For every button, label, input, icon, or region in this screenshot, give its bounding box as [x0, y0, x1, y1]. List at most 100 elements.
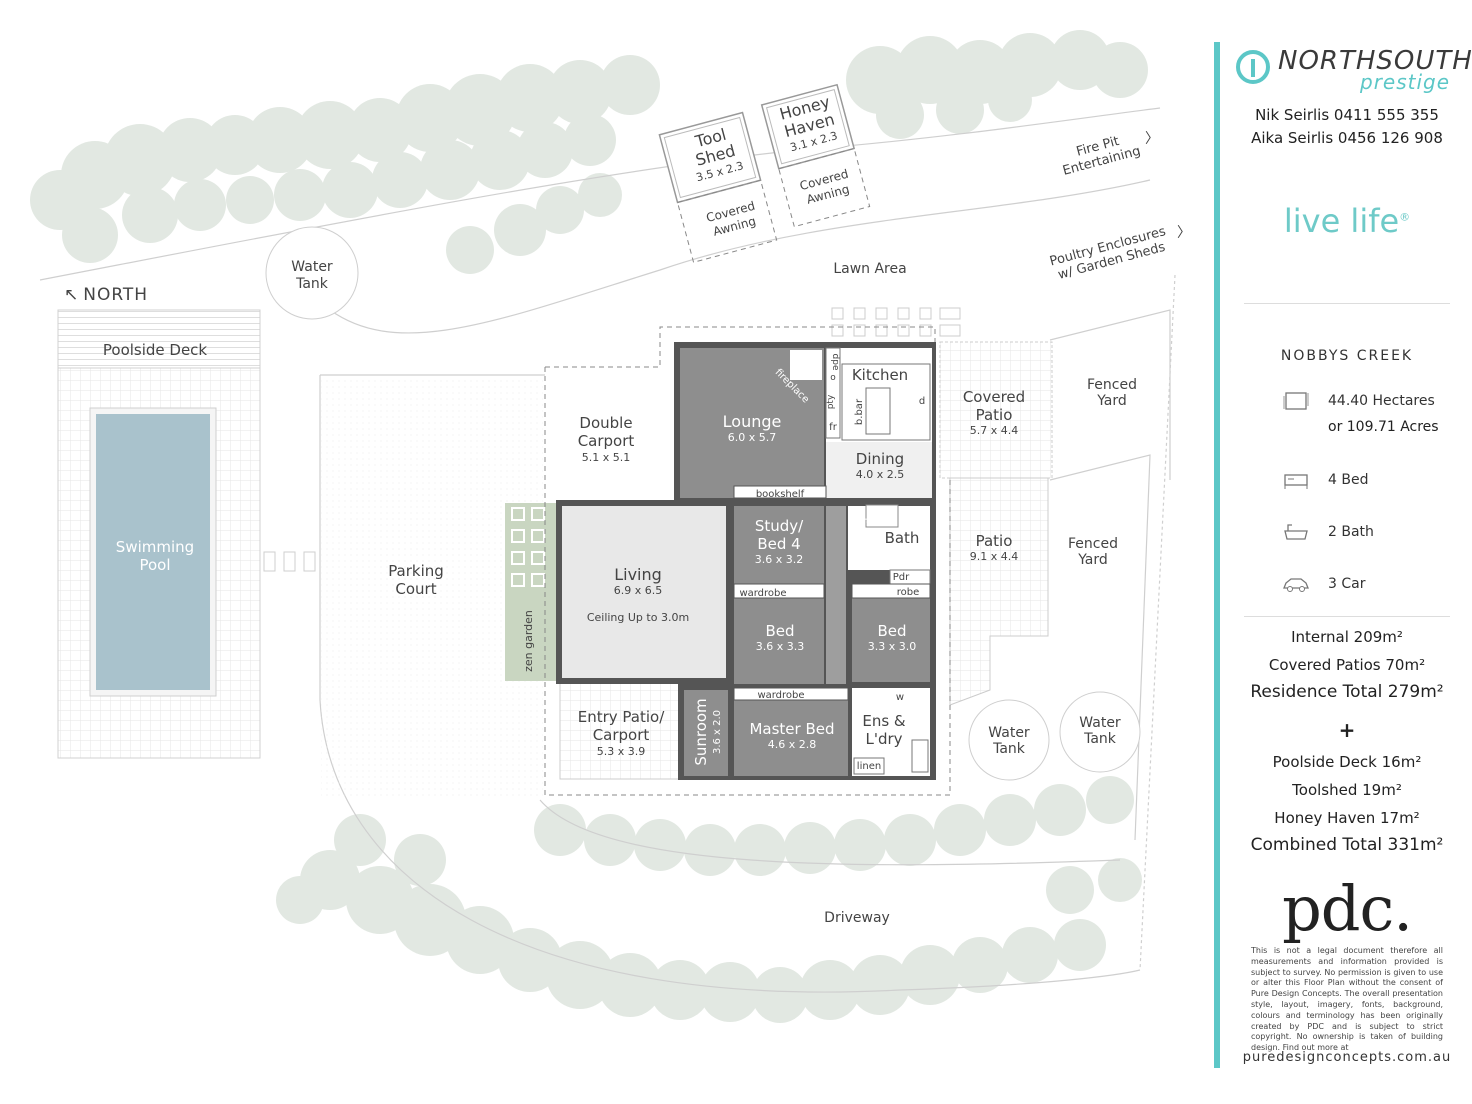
tree-canopy — [1086, 776, 1134, 824]
toolshed-area: Toolshed 19m² — [1292, 781, 1402, 799]
internal-area: Internal 209m² — [1291, 628, 1403, 646]
living-room — [562, 506, 726, 678]
roofline — [544, 326, 951, 796]
covered-patio-label-2: Patio — [976, 406, 1013, 424]
fenced-yard-label-2: Yard — [1096, 393, 1127, 409]
parking-court-label-2: Court — [395, 580, 436, 598]
tree-canopy — [650, 960, 710, 1020]
tree-canopy — [536, 186, 584, 234]
tree-canopy — [752, 967, 808, 1023]
fenced-yard-label: Fenced — [1087, 377, 1137, 393]
living-label: Living — [614, 565, 662, 584]
tree-canopy — [1034, 784, 1086, 836]
breakfast-bar-label: b.bar — [854, 398, 865, 425]
poolside-deck-area: Poolside Deck 16m² — [1272, 753, 1422, 771]
sunroom-size: 3.6 x 2.0 — [712, 710, 723, 754]
chevron-right-icon: 〉 — [1145, 131, 1159, 147]
tree-canopy — [322, 162, 378, 218]
carport-label: Double — [579, 414, 632, 432]
bookshelf-label: bookshelf — [756, 489, 805, 500]
tree-canopy — [420, 140, 480, 200]
entry-size: 5.3 x 3.9 — [597, 745, 646, 758]
carport-label-2: Carport — [578, 432, 635, 450]
tree-canopy — [598, 953, 662, 1017]
parking-court-label: Parking — [388, 562, 444, 580]
bath-label: Bath — [885, 529, 920, 547]
study-label-2: Bed 4 — [757, 535, 800, 553]
floor-plan: zen garden ↖NORTH Poolside Deck Swimming… — [30, 30, 1191, 1023]
tree-canopy — [296, 101, 364, 169]
honey-haven — [760, 83, 871, 228]
tree-canopy — [62, 207, 118, 263]
dining-label: Dining — [856, 450, 904, 468]
swimming-pool — [96, 414, 210, 690]
tree-canopy — [446, 226, 494, 274]
water-tank-1 — [265, 226, 359, 320]
tree-canopy — [988, 78, 1032, 122]
water-tank-label-3: Water — [988, 725, 1030, 741]
covered-patio — [939, 341, 1053, 479]
tree-canopy — [372, 152, 428, 208]
fenced-yard-label-3: Fenced — [1068, 536, 1118, 552]
north-label: ↖NORTH — [64, 285, 148, 305]
water-tank-label-2: Tank — [295, 276, 329, 292]
logo-subtext: prestige — [1360, 70, 1451, 94]
tree-canopy — [834, 819, 886, 871]
tree-canopy — [534, 804, 586, 856]
driveway-label: Driveway — [824, 910, 890, 926]
tree-canopy — [700, 962, 760, 1022]
tree-canopy — [226, 176, 274, 224]
living-size: 6.9 x 6.5 — [614, 584, 663, 597]
poolside-deck-label: Poolside Deck — [103, 341, 208, 359]
robe-label: robe — [897, 587, 920, 598]
bed-a-label: Bed — [765, 622, 794, 640]
house — [556, 342, 936, 780]
website-link[interactable]: puredesignconcepts.com.au — [1242, 1050, 1452, 1065]
tree-canopy — [104, 124, 176, 196]
bed-b-label: Bed — [877, 622, 906, 640]
pantry-label-2: o — [830, 373, 836, 383]
bed-icon — [1284, 474, 1308, 489]
wardrobe-label: wardrobe — [739, 588, 786, 599]
covered-patio-size: 5.7 x 4.4 — [970, 424, 1019, 437]
tree-canopy — [496, 64, 564, 132]
linen-label: linen — [857, 518, 868, 542]
zen-garden-label: zen garden — [522, 610, 535, 672]
garden-beds — [831, 307, 961, 337]
land-icon — [1283, 392, 1309, 410]
linen-label-2: linen — [857, 761, 881, 772]
tagline: live life® — [1283, 202, 1411, 240]
tree-canopy — [1054, 919, 1106, 971]
dining-size: 4.0 x 2.5 — [856, 468, 905, 481]
poolside-deck — [57, 309, 261, 369]
pantry-label-4: fr — [829, 422, 838, 433]
wardrobe-label-2: wardrobe — [757, 690, 804, 701]
tree-canopy — [578, 173, 622, 217]
tree-canopy — [1002, 927, 1058, 983]
lounge-label: Lounge — [723, 412, 782, 431]
pdc-logo: pdc. — [1282, 872, 1413, 945]
dishwasher-label: d — [919, 396, 925, 407]
tree-canopy — [634, 819, 686, 871]
tree-canopy — [494, 204, 546, 256]
bath-feature: 2 Bath — [1282, 517, 1374, 547]
tree-canopy — [498, 928, 562, 992]
bed-feature: 4 Bed — [1282, 465, 1368, 495]
powder-room-label: Pdr — [893, 572, 910, 583]
location: NOBBYS CREEK — [1280, 348, 1414, 364]
lawn-area-label: Lawn Area — [833, 261, 906, 277]
ensuite-label-2: L'dry — [865, 730, 902, 748]
water-tank-3 — [1059, 691, 1141, 773]
tree-canopy — [247, 107, 313, 173]
agent-2: Aika Seirlis 0456 126 908 — [1251, 129, 1443, 147]
bath-icon — [1284, 524, 1308, 540]
patio-label: Patio — [976, 532, 1013, 550]
kitchen-label: Kitchen — [852, 366, 908, 384]
plus-sign: + — [1338, 718, 1356, 742]
pool-label: Swimming — [116, 538, 194, 556]
bed-a-size: 3.6 x 3.3 — [756, 640, 805, 653]
entry-label: Entry Patio/ — [578, 708, 665, 726]
residence-total: Residence Total 279m² — [1250, 682, 1444, 702]
land-feature: 44.40 Hectares — [1282, 386, 1435, 416]
patio-size: 9.1 x 4.4 — [970, 550, 1019, 563]
